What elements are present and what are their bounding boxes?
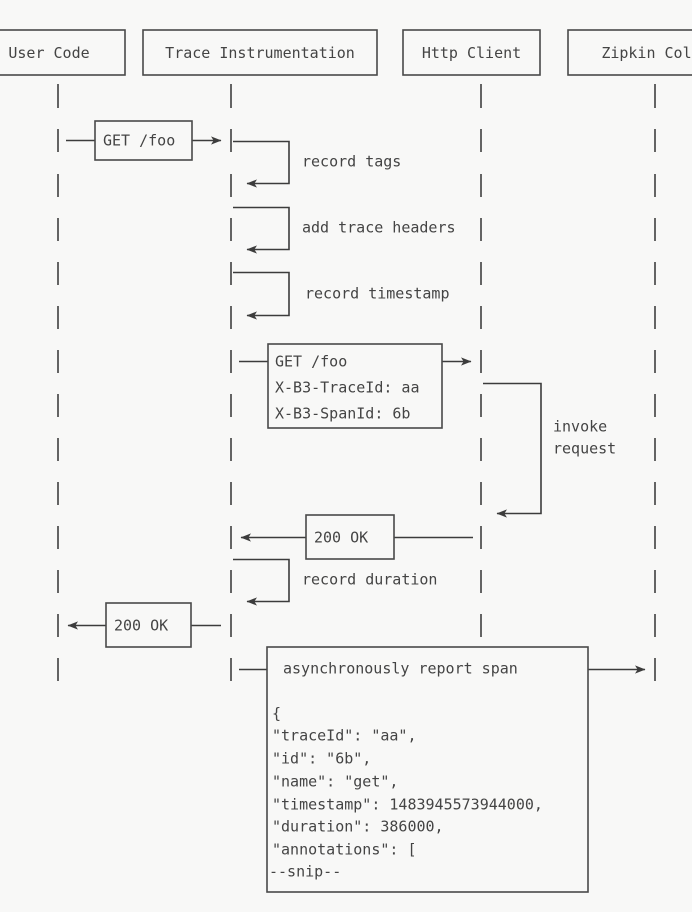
message-200-ok-2[interactable]: 200 OK	[67, 602, 221, 648]
self-call-path-record-timestamp	[233, 271, 290, 320]
self-call-label-record-tags: record tags	[302, 153, 401, 171]
message-get-foo-1[interactable]: GET /foo	[66, 120, 222, 161]
participant-trace-instrumentation[interactable]: Trace Instrumentation	[142, 29, 378, 76]
report-span-line-6: "timestamp": 1483945573944000,	[272, 796, 543, 814]
participant-label-zipkin-collector: Zipkin Colle	[601, 44, 692, 62]
participant-box-zipkin-collector[interactable]	[567, 29, 692, 76]
report-span-line-2: {	[272, 705, 281, 723]
report-span-line-3: "traceId": "aa",	[272, 727, 417, 745]
participant-zipkin-collector[interactable]: Zipkin Colle	[567, 29, 692, 76]
self-call-label-record-timestamp: record timestamp	[305, 285, 450, 303]
message-get-foo-2[interactable]: GET /foo X-B3-TraceId: aa X-B3-SpanId: 6…	[239, 343, 472, 429]
self-call-record-timestamp[interactable]: record timestamp	[233, 271, 450, 320]
message-text-200-ok-2: 200 OK	[114, 617, 168, 635]
message-report-span[interactable]: asynchronously report span { "traceId": …	[239, 646, 646, 893]
report-span-line-7: "duration": 386000,	[272, 818, 444, 836]
message-box-get-foo-2[interactable]	[267, 343, 443, 429]
participant-label-user-code: User Code	[8, 44, 89, 62]
message-text-get-foo-2-line-2: X-B3-SpanId: 6b	[275, 405, 410, 423]
participant-box-trace-instrumentation[interactable]	[142, 29, 378, 76]
self-call-path-invoke-request	[483, 382, 542, 518]
message-text-get-foo-1: GET /foo	[103, 132, 175, 150]
participant-user-code[interactable]: User Code	[0, 29, 126, 76]
self-call-add-trace-headers[interactable]: add trace headers	[233, 206, 456, 254]
self-call-path-record-tags	[233, 140, 290, 188]
self-call-record-duration[interactable]: record duration	[233, 558, 437, 606]
self-call-path-add-trace-headers	[233, 206, 290, 254]
self-call-label-record-duration: record duration	[302, 571, 437, 589]
message-box-report-span[interactable]	[266, 646, 589, 893]
report-span-line-4: "id": "6b",	[272, 750, 371, 768]
participant-headers: User Code Trace Instrumentation Http Cli…	[0, 29, 692, 76]
self-call-label-add-trace-headers: add trace headers	[302, 219, 456, 237]
report-span-line-5: "name": "get",	[272, 773, 398, 791]
participant-http-client[interactable]: Http Client	[402, 29, 541, 76]
lifelines	[57, 84, 656, 681]
self-call-label-invoke-request-line-0: invoke	[553, 418, 607, 436]
message-text-get-foo-2-line-0: GET /foo	[275, 353, 347, 371]
self-call-record-tags[interactable]: record tags	[233, 140, 401, 188]
message-box-200-ok-2[interactable]	[105, 602, 192, 648]
participant-label-trace-instrumentation: Trace Instrumentation	[165, 44, 355, 62]
message-box-200-ok-1[interactable]	[305, 514, 395, 560]
participant-box-user-code[interactable]	[0, 29, 126, 76]
participant-box-http-client[interactable]	[402, 29, 541, 76]
report-span-line-8: "annotations": [	[272, 841, 417, 859]
self-call-label-invoke-request-line-1: request	[553, 440, 616, 458]
self-call-path-record-duration	[233, 558, 290, 606]
message-box-get-foo-1[interactable]	[94, 120, 193, 161]
message-text-get-foo-2-line-1: X-B3-TraceId: aa	[275, 379, 420, 397]
message-200-ok-1[interactable]: 200 OK	[240, 514, 473, 560]
message-text-200-ok-1: 200 OK	[314, 529, 368, 547]
participant-label-http-client: Http Client	[422, 44, 521, 62]
report-span-line-9: --snip--	[269, 863, 341, 881]
report-span-line-0: asynchronously report span	[283, 660, 518, 678]
self-call-invoke-request[interactable]: invoke request	[483, 382, 616, 518]
